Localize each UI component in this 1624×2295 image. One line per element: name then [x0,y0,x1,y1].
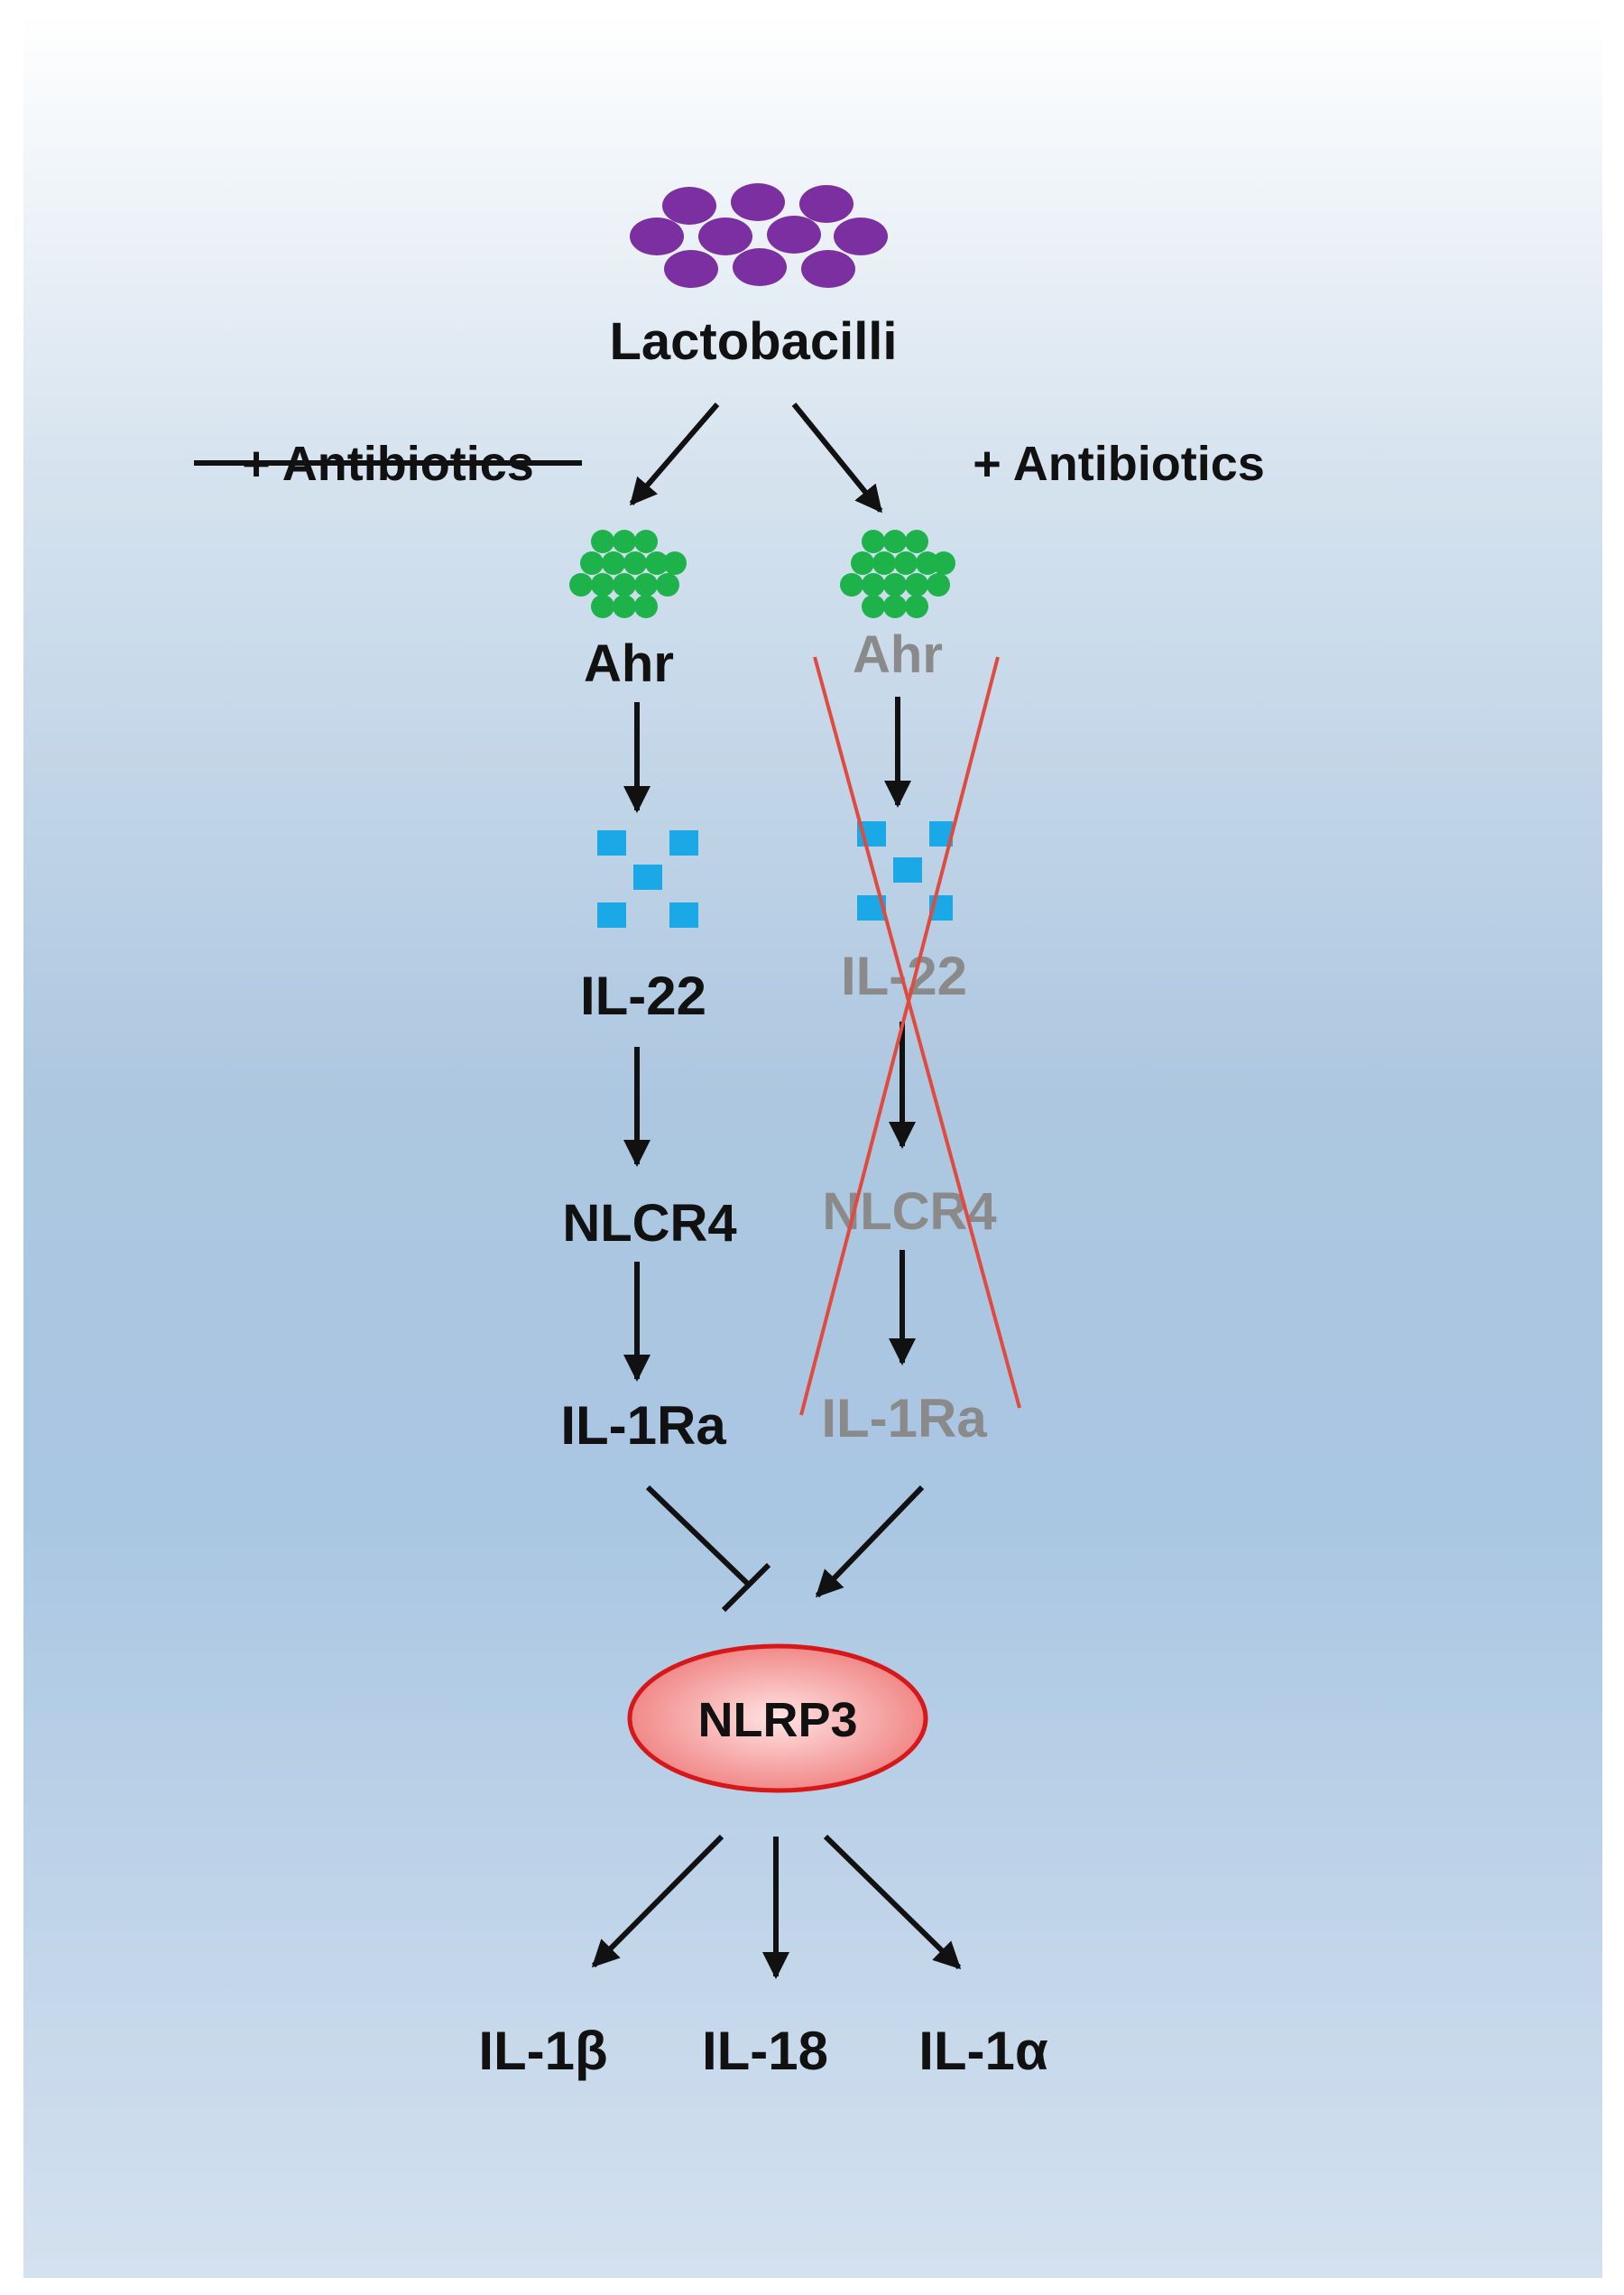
left-il22-icon [597,830,698,928]
lactobacilli-label: Lactobacilli [609,312,897,371]
left-ahr-label: Ahr [584,634,674,693]
left-il1ra-label: IL-1Ra [560,1395,726,1456]
inhibition-line [645,1485,753,1589]
diagram-background [23,13,1602,2278]
arrow-to-il1a [823,1834,962,1970]
cross-out-mark [799,656,1021,1416]
arrow-to-il1b [591,1834,724,1968]
arrow-to-nlrp3 [815,1485,925,1598]
il1b-label: IL-1β [478,2021,607,2081]
il1a-label: IL-1α [918,2021,1048,2081]
right-il22-icon [857,821,953,921]
lactobacilli-icon [630,183,888,288]
left-ahr-icon [569,530,687,618]
right-ahr-icon [840,530,955,618]
nlrp3-label: NLRP3 [697,1693,857,1747]
left-il22-label: IL-22 [580,966,706,1026]
left-nlcr4-label: NLCR4 [562,1194,736,1253]
inhibition-bar [721,1562,771,1613]
right-ahr-label: Ahr [853,625,943,684]
il18-label: IL-18 [702,2021,828,2081]
arrow-to-left-ahr [629,403,720,506]
right-il1ra-label: IL-1Ra [821,1388,987,1448]
right-il22-label: IL-22 [841,946,967,1006]
with-antibiotics-label: + Antibiotics [973,437,1265,491]
arrow-to-right-ahr [791,403,883,514]
nlrp3-node [627,1643,928,1793]
